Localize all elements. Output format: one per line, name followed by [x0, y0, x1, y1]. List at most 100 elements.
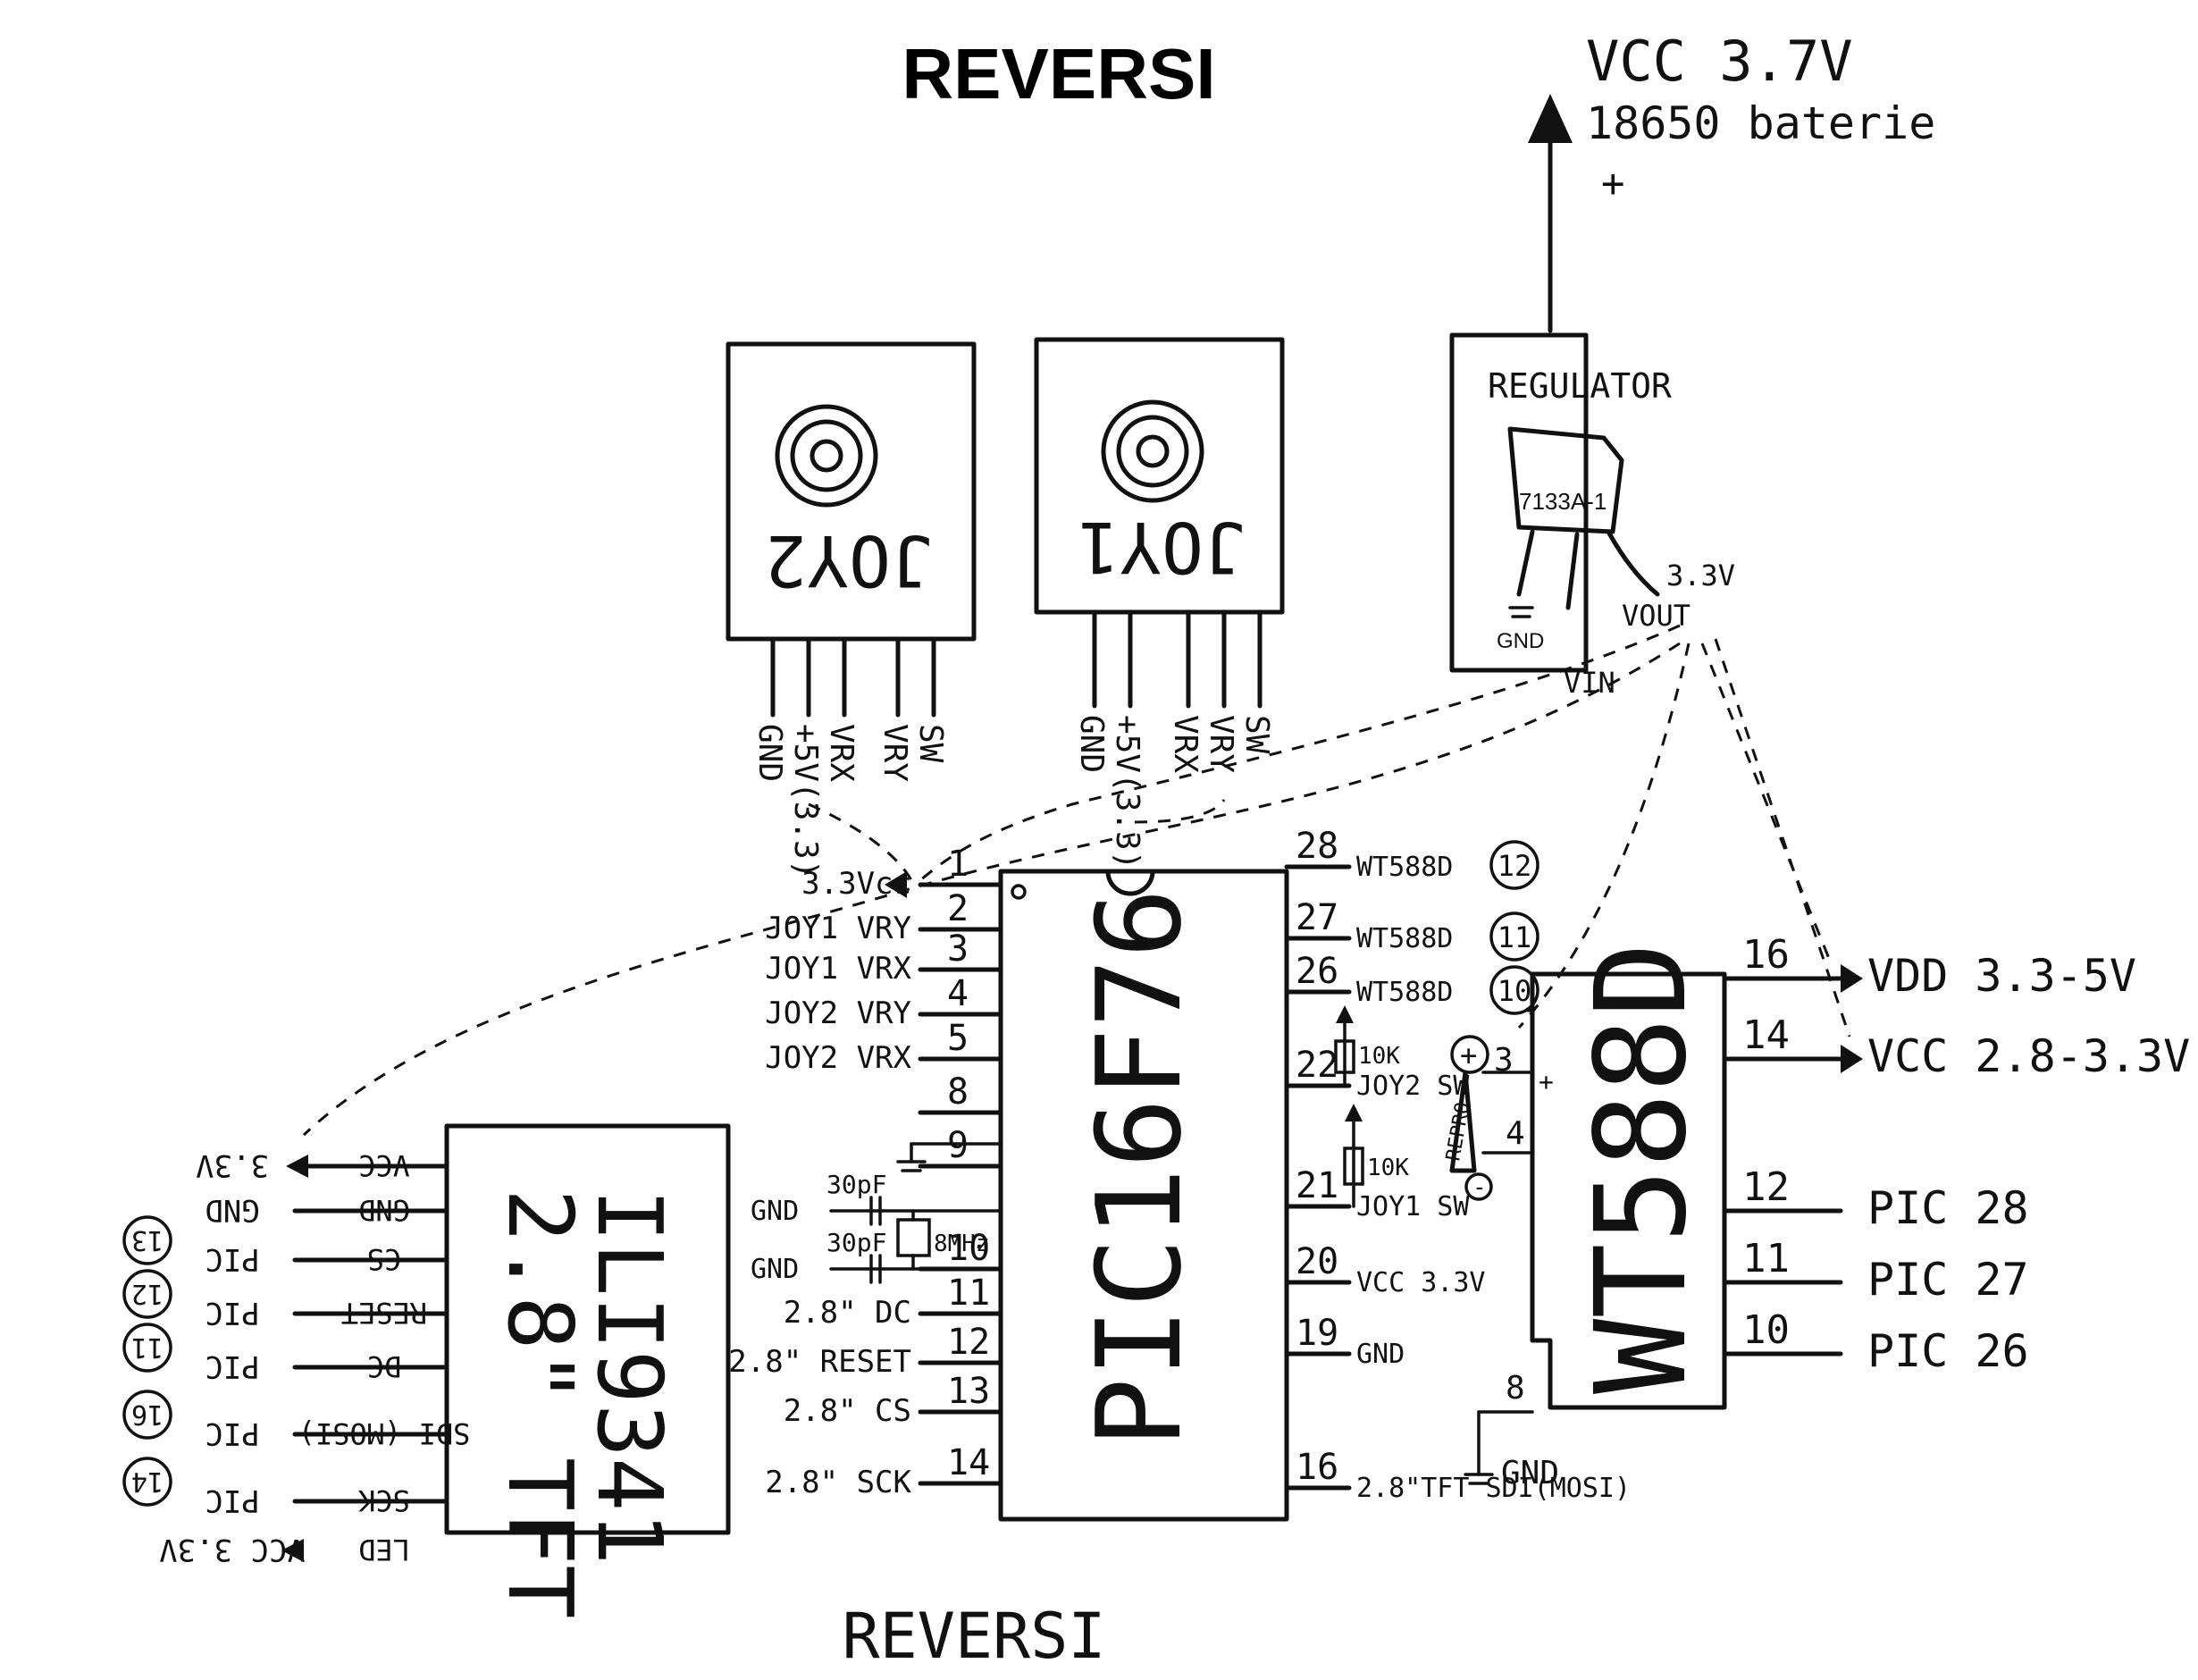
joystick-2-pin-vrx: VRX [823, 724, 860, 782]
tft-pin-target-7: VCC 3.3V [159, 1532, 306, 1567]
battery-section: VCC 3.7V 18650 baterie + [1528, 29, 1935, 333]
tft-pin-ref-5: 16 [131, 1399, 164, 1430]
pic-left-pin-label-3: JOY1 VRX [765, 951, 911, 987]
wt-pin-arrow-icon-14 [1841, 1045, 1863, 1073]
pic-left-pin-label-2: JOY1 VRY [765, 911, 911, 946]
pic-right-pin-label-28: WT588D [1356, 852, 1453, 883]
pic16f76-chip: PIC16F76 [998, 869, 1289, 1522]
joystick-1-name: JOY1 [1078, 506, 1246, 586]
wt-pin-label-10: PIC 26 [1867, 1325, 2029, 1377]
wt-pin-num-14: 14 [1742, 1012, 1790, 1058]
wt-pin-label-11: PIC 27 [1867, 1254, 2029, 1306]
pic-left-pin-label-12: 2.8" RESET [728, 1344, 911, 1380]
pic-right-pin-label-19: GND [1356, 1339, 1405, 1370]
pic-right-pin-label-21: JOY1 SW [1356, 1191, 1470, 1222]
tft-vcc-arrow-icon [286, 1155, 308, 1178]
pic-chip-name: PIC16F76 [1071, 888, 1207, 1448]
pic-right-pin-num-20: 20 [1296, 1241, 1338, 1282]
pic-left-pin-num-13: 13 [947, 1371, 990, 1412]
pic-right-pin-label-16: 2.8"TFT SDI(MOSI) [1356, 1473, 1631, 1504]
pic-right-pin-label-27: WT588D [1356, 923, 1453, 954]
footer-title: REVERSI [842, 1600, 1105, 1673]
tft-pin-ref-4: 11 [131, 1331, 164, 1363]
pic-left-pin-label-4: JOY2 VRY [765, 995, 911, 1031]
wt-pin-num-11: 11 [1742, 1236, 1790, 1281]
pic-left-pin-num-8: 8 [947, 1071, 969, 1113]
regulator-label: REGULATOR [1488, 366, 1672, 406]
pic-left-pin-num-12: 12 [947, 1322, 990, 1363]
tft-name: 2.8" TFT [488, 1189, 592, 1619]
crystal-cap1: 30pF [826, 1170, 886, 1199]
tft-pin-target-2: PIC [205, 1241, 259, 1277]
pullup-2-arrow-icon [1345, 1104, 1363, 1121]
joystick-2-pin-gnd: GND [751, 724, 788, 782]
pic-left-pin-num-3: 3 [947, 928, 969, 970]
wt588d-gnd-label: GND [1501, 1455, 1559, 1491]
joystick-2-name: JOY2 [765, 519, 933, 600]
tft-pin-target-5: PIC [205, 1415, 259, 1451]
wt-pin-num-12: 12 [1742, 1164, 1790, 1210]
tft-led-arrow-icon [281, 1539, 304, 1562]
tft-pin-label-7: LED [358, 1533, 410, 1567]
joystick-1-pin-gnd: GND [1073, 715, 1110, 773]
tft-pin-label-5: SDI (MOSI) [298, 1416, 471, 1450]
tft-pin-target-6: PIC [205, 1483, 259, 1518]
joystick-1-pin-vcc: +5V(3.3) [1109, 715, 1145, 869]
wt588d-name: WT588D [1569, 942, 1715, 1394]
pic-right-pin-ref-28: 12 [1497, 849, 1532, 883]
pic-left-pin-num-9: 9 [947, 1125, 969, 1166]
pic-right-pin-ref-circle-27 [1489, 911, 1539, 962]
tft-pin-ref-circle-6 [122, 1457, 172, 1507]
speaker-pin-4: 4 [1506, 1115, 1525, 1152]
pic-right-pin-num-16: 16 [1296, 1447, 1338, 1488]
tft-pin-label-0: VCC [358, 1148, 410, 1182]
battery-label: 18650 baterie [1586, 97, 1935, 149]
pullup-1-arrow-icon [1336, 1005, 1354, 1023]
regulator-vout-voltage: 3.3V [1666, 559, 1735, 592]
vcc-label: VCC 3.7V [1586, 29, 1853, 94]
wt-pin-label-16: VDD 3.3-5V [1867, 950, 2136, 1002]
crystal-cap2: 30pF [826, 1228, 886, 1257]
wt588d-ground: 8 GND [1464, 1370, 1559, 1491]
joystick-1: JOY1 GND +5V(3.3) VRX VRY SW [1034, 337, 1285, 869]
pic-left-pin-num-2: 2 [947, 888, 969, 929]
wt-pin-label-14: VCC 2.8-3.3V [1867, 1030, 2190, 1082]
pic-left-pin-num-5: 5 [947, 1018, 969, 1059]
pic-right-pin-ref-circle-28 [1489, 840, 1539, 890]
wt588d-gnd-pin: 8 [1506, 1370, 1525, 1407]
pic-right-pin-ref-27: 11 [1497, 920, 1532, 954]
pic-right-pin-label-22: JOY2 SW [1356, 1071, 1470, 1102]
pic-right-pin-ref-26: 10 [1497, 974, 1532, 1008]
dashed-connections [302, 624, 1851, 1137]
tft-pin-label-2: CS [367, 1242, 402, 1276]
tft-pins: VCC3.3VGNDGNDCSPIC13RESETPIC12DCPIC11SDI… [122, 1147, 471, 1567]
speaker-minus: - [1472, 1174, 1487, 1201]
pic-right-pin-label-20: VCC 3.3V [1356, 1267, 1486, 1298]
pullup-resistors: 10K 10K [1334, 1005, 1409, 1208]
crystal-gnd-1: GND [751, 1196, 799, 1227]
crystal-circuit: 30pF 30pF 8MHz GND GND [751, 1142, 1003, 1285]
tft-pin-label-6: SCK [357, 1483, 410, 1517]
tft-pin-label-4: DC [367, 1349, 402, 1383]
pic-left-pin-label-14: 2.8" SCK [765, 1465, 911, 1500]
pic-left-pin-label-5: JOY2 VRX [765, 1040, 911, 1076]
joystick-2: JOY2 GND +5V(3.3) VRX VRY SW [726, 341, 977, 878]
tft-pin-label-3: RESET [341, 1296, 427, 1330]
pic-right-pin-num-22: 22 [1296, 1045, 1338, 1086]
speaker-plus: + [1460, 1038, 1477, 1072]
regulator-part: 7133A-1 [1519, 488, 1607, 515]
joystick-1-pin-sw: SW [1238, 715, 1275, 754]
tft-pin-ref-circle-4 [122, 1323, 172, 1373]
pic-left-pin-num-4: 4 [947, 973, 969, 1014]
wt-pin-num-16: 16 [1742, 932, 1790, 978]
tft-pin-target-4: PIC [205, 1348, 259, 1384]
pic-right-pin-ref-circle-26 [1489, 965, 1539, 1015]
pic-right-pin-num-27: 27 [1296, 897, 1338, 938]
pic-right-pin-num-21: 21 [1296, 1165, 1338, 1206]
tft-pin-label-1: GND [358, 1193, 410, 1227]
crystal-gnd-2: GND [751, 1254, 799, 1285]
wt-pin-num-10: 10 [1742, 1307, 1790, 1353]
